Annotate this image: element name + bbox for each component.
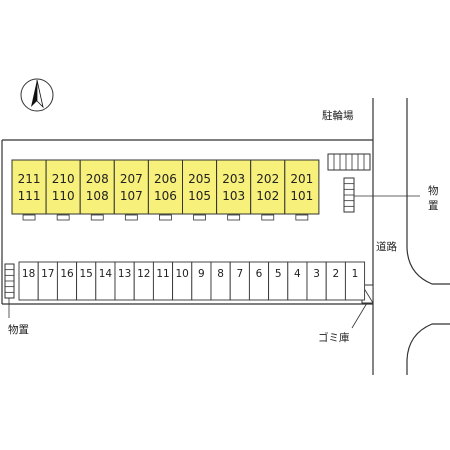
unit-number-upper: 207 — [120, 172, 143, 186]
entrance-step — [193, 214, 206, 221]
unit-number-lower: 103 — [222, 189, 245, 203]
unit-number-upper: 210 — [52, 172, 75, 186]
label-road: 道路 — [376, 240, 397, 253]
unit-number-lower: 111 — [18, 189, 41, 203]
parking-bay-number: 6 — [256, 268, 263, 280]
unit-number-upper: 201 — [290, 172, 313, 186]
parking-bay-number: 13 — [118, 268, 131, 280]
entrance-step — [159, 214, 172, 221]
parking-bay-number: 9 — [198, 268, 205, 280]
parking-bay-10: 10 — [172, 261, 193, 301]
parking-bay-number: 16 — [60, 268, 74, 280]
parking-bay-number: 1 — [352, 268, 359, 280]
storage-left — [4, 263, 15, 318]
road-outline — [372, 98, 450, 375]
label-storage-left: 物置 — [8, 323, 29, 336]
entrance-step — [295, 214, 309, 221]
bicycle-parking — [327, 153, 371, 171]
parking-bay-number: 14 — [99, 268, 113, 280]
parking-bay-number: 12 — [137, 268, 150, 280]
north-arrow-icon — [20, 78, 54, 112]
parking-bay-16: 16 — [56, 261, 78, 301]
building-units: 2111112101102081082071072061062051052031… — [11, 159, 320, 221]
parking-bay-number: 10 — [176, 268, 189, 280]
entrance-step — [124, 214, 138, 221]
parking-bay-8: 8 — [210, 261, 231, 301]
parking-bay-18: 18 — [18, 261, 39, 301]
unit-number-upper: 206 — [154, 172, 177, 186]
unit-number-lower: 102 — [256, 189, 279, 203]
entrance-step — [227, 214, 241, 221]
parking-bay-9: 9 — [191, 261, 212, 301]
unit-number-upper: 202 — [256, 172, 279, 186]
parking-bay-number: 15 — [80, 268, 93, 280]
parking-bay-14: 14 — [95, 261, 116, 301]
parking-bay-3: 3 — [306, 261, 327, 301]
parking-bay-4: 4 — [287, 261, 308, 301]
unit-number-lower: 105 — [188, 189, 211, 203]
unit-number-upper: 205 — [188, 172, 211, 186]
property-boundary — [1, 139, 373, 305]
entrance-step — [22, 214, 36, 221]
unit-number-upper: 208 — [86, 172, 109, 186]
parking-bay-number: 2 — [332, 268, 339, 280]
unit-number-lower: 108 — [86, 189, 109, 203]
parking-bay-17: 17 — [37, 261, 58, 301]
label-bicycle-parking: 駐輪場 — [322, 109, 354, 122]
label-garbage: ゴミ庫 — [318, 331, 350, 344]
parking-bay-7: 7 — [229, 261, 250, 301]
parking-bay-15: 15 — [76, 261, 97, 301]
parking-bay-number: 3 — [313, 268, 320, 280]
parking-bay-11: 11 — [152, 261, 174, 301]
entrance-step — [90, 214, 104, 221]
parking-bay-number: 7 — [236, 268, 243, 280]
unit-number-lower: 101 — [290, 189, 313, 203]
parking-bay-5: 5 — [268, 261, 289, 301]
parking-bay-13: 13 — [114, 261, 135, 301]
parking-bay-12: 12 — [133, 261, 154, 301]
label-storage-right-1: 物 — [428, 184, 439, 197]
storage-right — [343, 177, 420, 213]
unit-number-lower: 110 — [52, 189, 75, 203]
parking-bay-number: 17 — [41, 268, 54, 280]
entrance-step — [261, 214, 275, 221]
parking-bay-number: 4 — [294, 268, 301, 280]
unit-number-lower: 107 — [120, 189, 143, 203]
parking-bay-2: 2 — [325, 261, 346, 301]
label-storage-right-2: 置 — [428, 200, 439, 212]
parking-bay-number: 5 — [275, 268, 282, 280]
parking-bay-number: 8 — [217, 268, 224, 280]
unit-number-lower: 106 — [154, 189, 177, 203]
parking-bay-6: 6 — [248, 261, 270, 301]
parking-bay-number: 11 — [156, 268, 169, 280]
parking-bay-1: 1 — [344, 261, 366, 301]
entrance-step — [56, 214, 70, 221]
unit-number-upper: 203 — [222, 172, 245, 186]
unit-number-upper: 211 — [18, 172, 41, 186]
parking-bay-number: 18 — [22, 268, 35, 280]
